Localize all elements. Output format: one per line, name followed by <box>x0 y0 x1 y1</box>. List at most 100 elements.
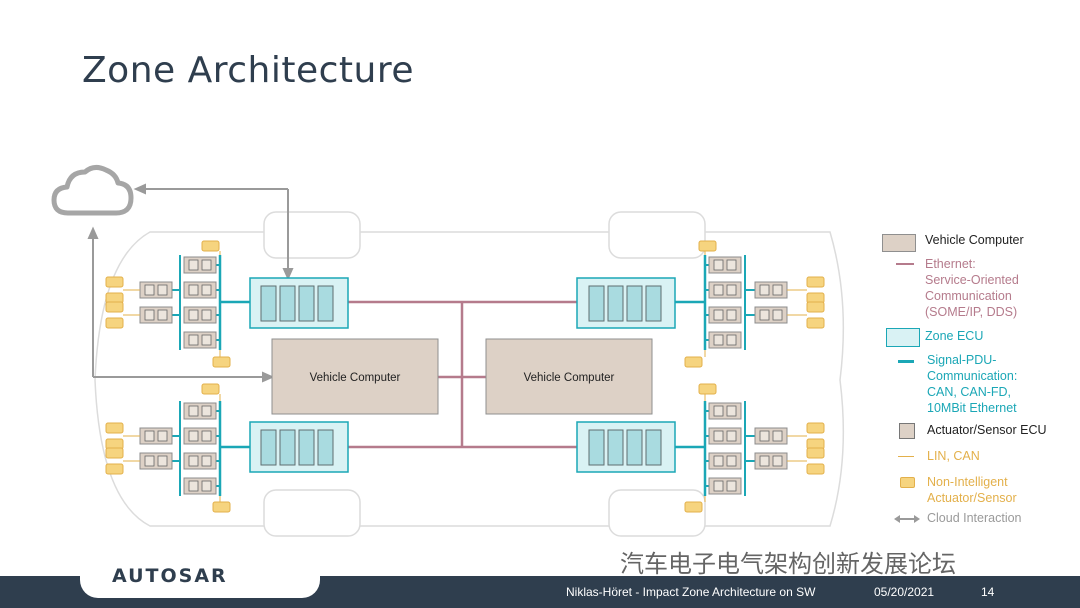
non-intelligent-actuator <box>105 422 124 434</box>
legend: Vehicle Computer Ethernet: Service-Orien… <box>880 232 1080 530</box>
legend-item-ethernet: Ethernet: Service-Oriented Communication… <box>880 256 1080 328</box>
non-intelligent-actuator <box>698 240 717 252</box>
zone-ecu-front-right <box>576 277 676 329</box>
vehicle-computer-left-label: Vehicle Computer <box>310 372 401 384</box>
ecu-cell <box>726 309 737 321</box>
legend-label: Non-Intelligent Actuator/Sensor <box>927 475 1017 505</box>
vehicle-computer-left <box>271 338 439 415</box>
signal-pdu-line-swatch <box>898 360 914 363</box>
ecu-cell <box>713 259 724 271</box>
zone-ecu-rear-left <box>249 421 349 473</box>
ecu-cell <box>759 455 770 467</box>
legend-label: LIN, CAN <box>927 449 980 463</box>
ecu-cell <box>188 259 199 271</box>
watermark: 汽车电子电气架构创新发展论坛 <box>620 550 956 578</box>
non-intelligent-actuator <box>212 356 231 368</box>
ecu-cell <box>188 284 199 296</box>
ethernet-lines <box>348 300 577 449</box>
ecu-cell <box>726 334 737 346</box>
autosar-logo: AUTOSAR <box>112 565 228 587</box>
ecu-cell <box>772 430 783 442</box>
legend-item-signal-pdu: Signal-PDU- Communication: CAN, CAN-FD, … <box>880 352 1080 422</box>
non-intelligent-actuator <box>806 463 825 475</box>
non-intelligent-actuator <box>212 501 231 513</box>
non-intelligent-actuator <box>201 240 220 252</box>
ecu-cell <box>188 309 199 321</box>
vehicle-computer-right <box>485 338 653 415</box>
ecu-cell <box>201 430 212 442</box>
cloud-interaction-arrows <box>87 183 294 383</box>
ecu-cell <box>726 259 737 271</box>
ecu-cell <box>188 430 199 442</box>
vehicle-computer-swatch <box>882 234 916 252</box>
ecu-cell <box>726 284 737 296</box>
non-intelligent-actuator <box>698 383 717 395</box>
ecu-cell <box>726 430 737 442</box>
ecu-cell <box>144 455 155 467</box>
zone-architecture-diagram: Vehicle Computer Vehicle Computer <box>51 164 845 537</box>
wheel-rear-right <box>608 489 706 537</box>
sensor-cluster-rear-right <box>675 383 825 513</box>
ecu-cell <box>157 430 168 442</box>
non-intelligent-actuator <box>105 276 124 288</box>
wheel-front-right <box>608 211 706 259</box>
legend-label: Ethernet: Service-Oriented Communication… <box>925 257 1019 319</box>
ecu-cell <box>713 430 724 442</box>
ecu-cell <box>188 405 199 417</box>
ecu-cell <box>713 480 724 492</box>
ecu-cell <box>144 430 155 442</box>
non-intelligent-actuator <box>806 447 825 459</box>
sensor-cluster-front-right <box>675 240 825 368</box>
ecu-cell <box>713 284 724 296</box>
footer-date: 05/20/2021 <box>874 585 935 599</box>
ecu-cell <box>713 309 724 321</box>
non-intelligent-actuator <box>201 383 220 395</box>
vehicle-computer-right-label: Vehicle Computer <box>524 372 615 384</box>
legend-label: Cloud Interaction <box>927 511 1022 525</box>
slide-title: Zone Architecture <box>82 50 414 91</box>
ecu-cell <box>157 455 168 467</box>
double-arrow-icon <box>894 513 920 523</box>
ecu-cell <box>201 455 212 467</box>
legend-item-non-intelligent: Non-Intelligent Actuator/Sensor <box>880 474 1080 510</box>
ecu-cell <box>713 334 724 346</box>
ecu-cell <box>713 405 724 417</box>
legend-label: Signal-PDU- Communication: CAN, CAN-FD, … <box>927 353 1018 415</box>
ecu-cell <box>201 405 212 417</box>
ethernet-line-swatch <box>896 263 914 265</box>
ecu-cell <box>201 480 212 492</box>
ecu-cell <box>726 405 737 417</box>
ecu-cell <box>188 480 199 492</box>
wheel-front-left <box>263 211 361 259</box>
ecu-cell <box>144 309 155 321</box>
ecu-cell <box>188 334 199 346</box>
ecu-cell <box>201 334 212 346</box>
legend-label: Vehicle Computer <box>925 233 1024 247</box>
legend-label: Actuator/Sensor ECU <box>927 423 1047 437</box>
non-intelligent-actuator <box>105 463 124 475</box>
ecu-cell <box>759 430 770 442</box>
legend-item-actuator-sensor-ecu: Actuator/Sensor ECU <box>880 422 1080 448</box>
ecu-cell <box>772 455 783 467</box>
ecu-cell <box>726 455 737 467</box>
ecu-cell <box>201 284 212 296</box>
ecu-cell <box>772 309 783 321</box>
ecu-cell <box>201 309 212 321</box>
car-outline <box>94 231 845 527</box>
legend-item-lin-can: LIN, CAN <box>880 448 1080 474</box>
non-intelligent-actuator <box>105 447 124 459</box>
non-intelligent-actuator <box>806 301 825 313</box>
ecu-cell <box>713 455 724 467</box>
non-intelligent-actuator <box>105 317 124 329</box>
sensor-cluster-rear-left <box>105 383 250 513</box>
legend-item-cloud-interaction: Cloud Interaction <box>880 510 1080 530</box>
ecu-cell <box>201 259 212 271</box>
page-number: 14 <box>981 585 995 599</box>
non-intelligent-actuator <box>105 301 124 313</box>
logo-background <box>80 560 320 598</box>
ecu-cell <box>157 309 168 321</box>
zone-ecu-swatch <box>886 328 920 347</box>
legend-label: Zone ECU <box>925 329 984 343</box>
legend-item-vehicle-computer: Vehicle Computer <box>880 232 1080 256</box>
ecu-cell <box>772 284 783 296</box>
